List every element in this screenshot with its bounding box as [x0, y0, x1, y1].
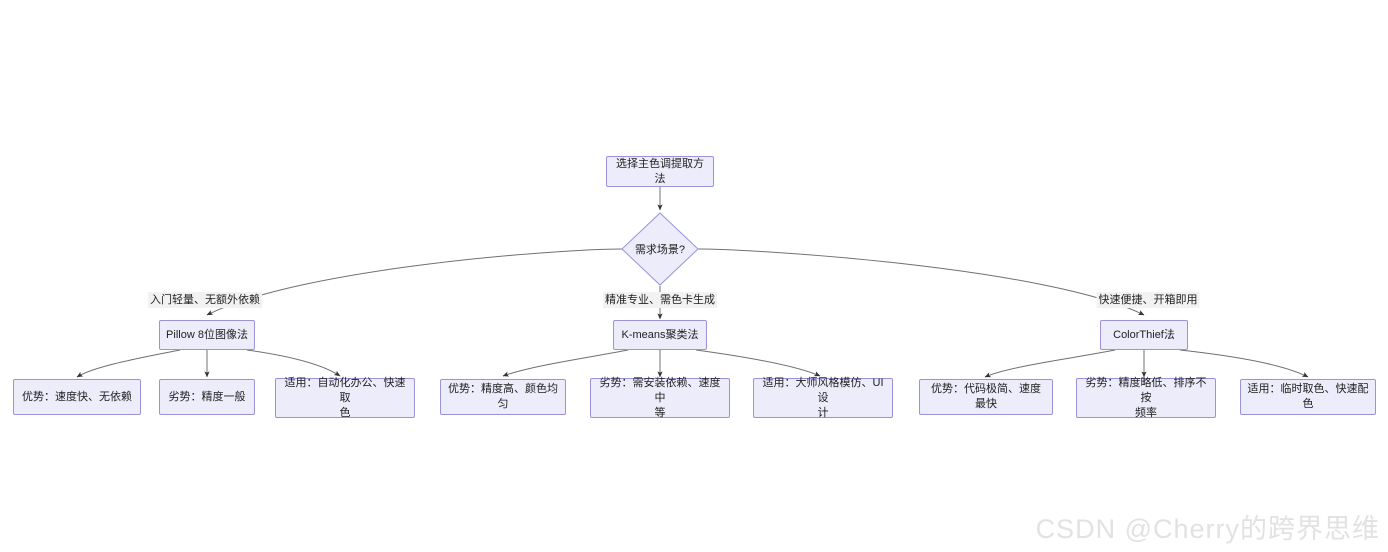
node-kmeans-pro-label: 优势：精度高、颜色均匀: [448, 383, 558, 410]
edge-kmeans-to-pro: [502, 349, 629, 377]
node-colorthief-con[interactable]: 劣势：精度略低、排序不按 频率: [1076, 376, 1216, 419]
node-method-colorthief-label: ColorThief法: [1113, 328, 1175, 341]
node-colorthief-use[interactable]: 适用：临时取色、快速配色: [1240, 379, 1376, 415]
node-kmeans-pro[interactable]: 优势：精度高、颜色均匀: [440, 379, 566, 415]
edge-decision-to-colorthief: [697, 248, 1145, 316]
edge-colorthief-to-pro: [984, 349, 1116, 378]
node-pillow-con-label: 劣势：精度一般: [168, 390, 246, 403]
node-pillow-con[interactable]: 劣势：精度一般: [159, 379, 255, 415]
node-method-pillow[interactable]: Pillow 8位图像法: [159, 320, 255, 350]
node-kmeans-use-label: 适用：大师风格模仿、UI设 计: [762, 376, 884, 419]
edge-pillow-to-pro: [76, 349, 181, 378]
edge-colorthief-to-use: [1179, 349, 1309, 378]
node-colorthief-pro-label: 优势：代码极简、速度最快: [931, 383, 1041, 410]
diamond-shape: [621, 212, 699, 286]
node-method-kmeans[interactable]: K-means聚类法: [613, 320, 707, 350]
node-pillow-pro-label: 优势：速度快、无依赖: [22, 390, 132, 403]
node-root-label: 选择主色调提取方法: [616, 157, 704, 185]
node-kmeans-con[interactable]: 劣势：需安装依赖、速度中 等: [590, 376, 730, 419]
node-colorthief-pro[interactable]: 优势：代码极简、速度最快: [919, 379, 1053, 415]
node-decision[interactable]: 需求场景?: [621, 212, 699, 286]
edge-label-to-colorthief: 快速便捷、开箱即用: [1096, 292, 1200, 308]
node-root[interactable]: 选择主色调提取方法: [606, 156, 714, 187]
node-method-pillow-label: Pillow 8位图像法: [166, 328, 248, 341]
node-colorthief-con-label: 劣势：精度略低、排序不按 频率: [1085, 376, 1207, 419]
node-decision-label: 需求场景?: [634, 244, 686, 256]
node-pillow-use-label: 适用：自动化办公、快速取 色: [284, 376, 406, 419]
edge-decision-to-pillow: [206, 248, 623, 316]
watermark: CSDN @Cherry的跨界思维: [1035, 514, 1380, 544]
node-colorthief-use-label: 适用：临时取色、快速配色: [1247, 383, 1369, 410]
node-method-kmeans-label: K-means聚类法: [621, 328, 699, 341]
edge-pillow-to-use: [246, 349, 341, 377]
node-pillow-pro[interactable]: 优势：速度快、无依赖: [13, 379, 141, 415]
edge-label-to-pillow: 入门轻量、无额外依赖: [148, 292, 262, 308]
edge-kmeans-to-use: [695, 349, 821, 377]
node-pillow-use[interactable]: 适用：自动化办公、快速取 色: [275, 376, 415, 419]
node-kmeans-use[interactable]: 适用：大师风格模仿、UI设 计: [753, 376, 893, 419]
node-kmeans-con-label: 劣势：需安装依赖、速度中 等: [599, 376, 721, 419]
edge-label-to-kmeans: 精准专业、需色卡生成: [603, 292, 717, 308]
node-method-colorthief[interactable]: ColorThief法: [1100, 320, 1188, 350]
